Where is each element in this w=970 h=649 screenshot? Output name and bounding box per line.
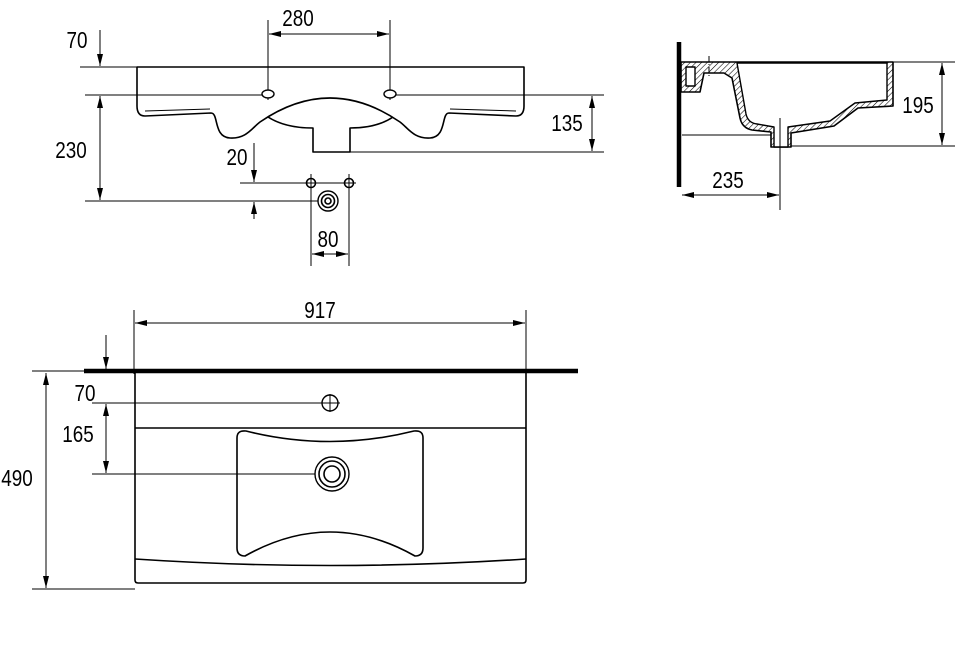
label-group-tap-to-top: 70	[67, 28, 88, 53]
wing-underside-right	[449, 108, 517, 112]
dim-label-tap-spacing: 280	[282, 6, 313, 31]
waste-fixing-hole-left	[305, 177, 317, 189]
drain-plan-inner	[323, 465, 341, 483]
label-group-drain-from-wall: 235	[712, 168, 743, 193]
label-group-overall-width: 917	[304, 298, 335, 323]
dim-label-waste-offset: 20	[227, 145, 248, 170]
front-edge-line	[134, 558, 527, 567]
label-group-basin-height: 135	[551, 111, 582, 136]
drain-plan-outer	[314, 456, 350, 492]
dim-label-overall-width: 917	[304, 298, 335, 323]
tap-hole-left	[261, 89, 275, 99]
upstand-cavity	[685, 66, 696, 87]
label-group-tap-from-wall: 70	[75, 381, 96, 406]
wing-underside-left	[144, 108, 211, 112]
waste-outlet-core	[324, 197, 332, 205]
dim-label-basin-height: 135	[551, 111, 582, 136]
waste-fixing-hole-right	[343, 177, 355, 189]
dim-label-tap-from-wall: 70	[75, 381, 96, 406]
dim-label-overall-depth: 490	[1, 466, 32, 491]
front-view: 70 280 230 20 135 80	[55, 6, 604, 266]
dim-label-tap-to-top: 70	[67, 28, 88, 53]
label-group-tap-spacing: 280	[282, 6, 313, 31]
dim-label-basin-depth: 195	[902, 93, 933, 118]
tap-hole-right	[383, 89, 397, 99]
top-plan-view: 917 70 165 490	[1, 298, 578, 590]
label-group-basin-depth: 195	[902, 93, 933, 118]
bowl-plan-outline	[236, 430, 424, 557]
dim-label-waste-height: 230	[55, 138, 86, 163]
basin-front-outline	[136, 66, 525, 139]
dim-label-drain-from-tap: 165	[62, 422, 93, 447]
label-group-waste-offset: 20	[227, 145, 248, 170]
label-group-overall-depth: 490	[1, 466, 32, 491]
label-group-waste-spacing: 80	[318, 227, 339, 252]
dim-label-waste-spacing: 80	[318, 227, 339, 252]
basin-plan-outline	[134, 373, 527, 584]
drain-plan-middle	[318, 460, 346, 488]
bowl-body-and-siphon	[267, 116, 394, 153]
label-group-waste-height: 230	[55, 138, 86, 163]
basin-section-bowl-cavity	[736, 62, 888, 148]
waste-outlet-inner	[320, 193, 336, 209]
side-section-view: 195 235	[676, 42, 955, 210]
dim-label-drain-from-wall: 235	[712, 168, 743, 193]
label-group-drain-from-tap: 165	[62, 422, 93, 447]
